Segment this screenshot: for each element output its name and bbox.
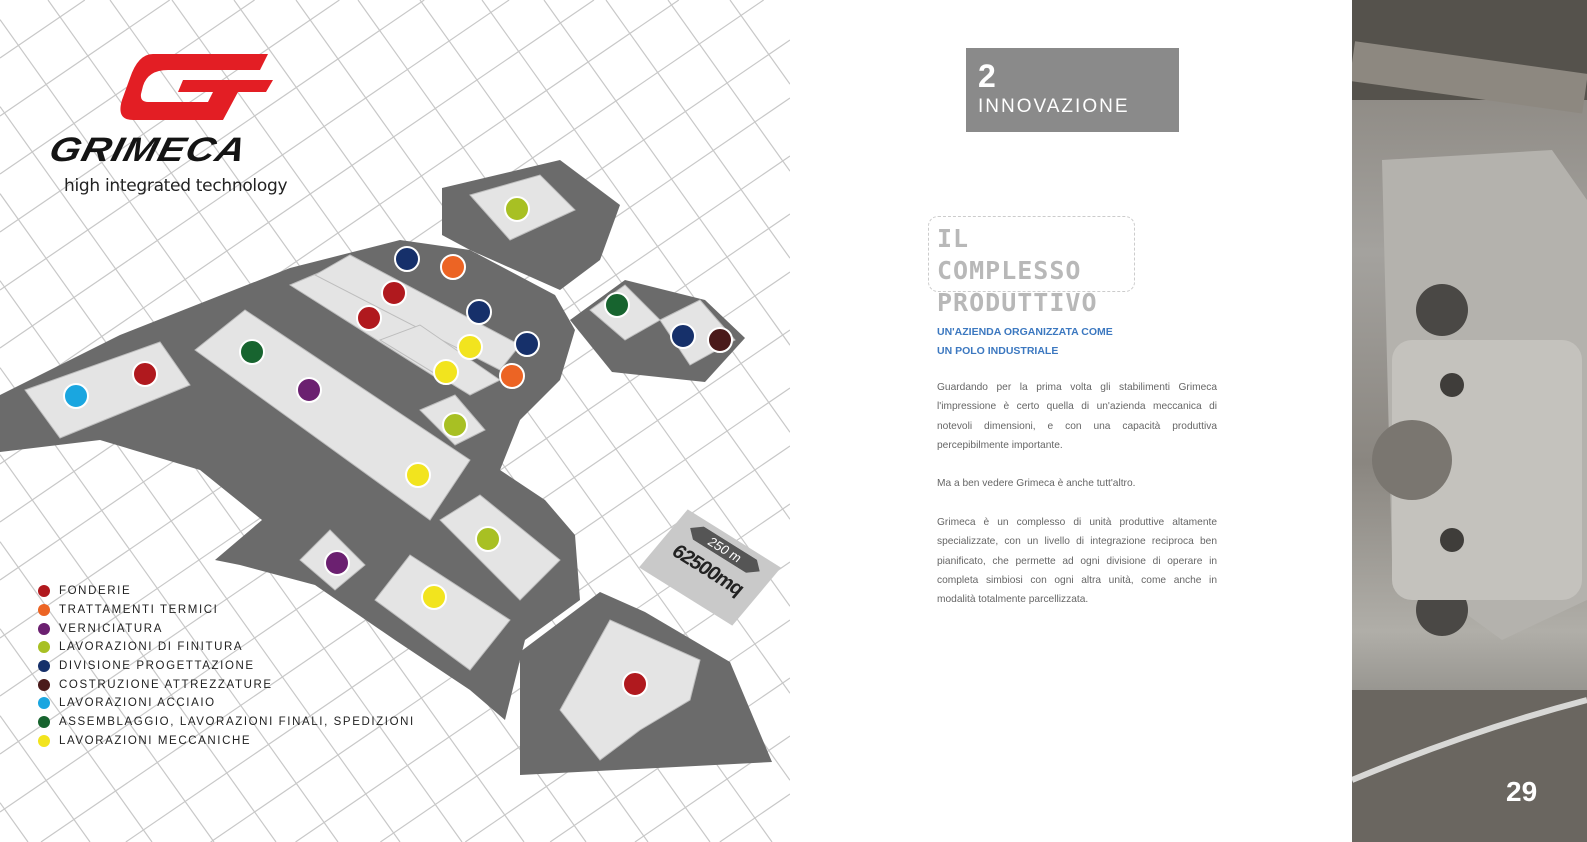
division-marker <box>442 412 468 438</box>
body-text: Guardando per la prima volta gli stabili… <box>937 378 1217 629</box>
division-marker <box>440 254 466 280</box>
division-marker <box>475 526 501 552</box>
division-marker <box>514 331 540 357</box>
legend-label: FONDERIE <box>59 585 132 598</box>
section-title-line2: PRODUTTIVO <box>937 288 1098 317</box>
legend-label: TRATTAMENTI TERMICI <box>59 604 219 617</box>
paragraph: Grimeca è un complesso di unità produtti… <box>937 517 1217 606</box>
legend-item: LAVORAZIONI MECCANICHE <box>38 732 415 751</box>
legend-dot-icon <box>38 604 50 617</box>
legend-label: DIVISIONE PROGETTAZIONE <box>59 660 255 673</box>
legend-item: LAVORAZIONI ACCIAIO <box>38 694 415 713</box>
logo-brand-text: GRIMECA <box>45 131 251 169</box>
machinery-photo-illustration <box>1352 0 1587 842</box>
division-marker <box>670 323 696 349</box>
subheading: UN'AZIENDA ORGANIZZATA COME UN POLO INDU… <box>937 323 1197 361</box>
legend-dot-icon <box>38 716 50 729</box>
division-markers <box>63 196 733 697</box>
legend-item: ASSEMBLAGGIO, LAVORAZIONI FINALI, SPEDIZ… <box>38 713 415 732</box>
division-marker <box>405 462 431 488</box>
logo-g-shape <box>120 54 273 120</box>
grid-line <box>0 0 425 291</box>
division-marker <box>707 327 733 353</box>
division-marker <box>239 339 265 365</box>
legend-label: LAVORAZIONI DI FINITURA <box>59 641 244 654</box>
legend-label: LAVORAZIONI ACCIAIO <box>59 697 216 710</box>
division-marker <box>466 299 492 325</box>
division-marker <box>296 377 322 403</box>
division-marker <box>356 305 382 331</box>
legend-dot-icon <box>38 585 50 598</box>
grid-line <box>0 541 215 842</box>
grid-line <box>719 793 790 842</box>
grid-line <box>419 0 790 520</box>
legend-dot-icon <box>38 697 50 710</box>
grid-line <box>0 0 595 407</box>
division-marker <box>457 334 483 360</box>
grid-line <box>0 454 277 842</box>
grid-line <box>0 628 153 842</box>
legend-dot-icon <box>38 660 50 673</box>
legend-item: VERNICIATURA <box>38 619 415 638</box>
legend-item: COSTRUZIONE ATTREZZATURE <box>38 675 415 694</box>
paragraph: Ma a ben vedere Grimeca è anche tutt'alt… <box>937 478 1136 490</box>
grid-line <box>0 0 510 349</box>
grid-line <box>0 715 91 842</box>
grimeca-logo-mark <box>120 54 273 120</box>
grid-line <box>0 0 171 117</box>
grid-line <box>729 0 790 85</box>
paragraph: Guardando per la prima volta gli stabili… <box>937 382 1217 451</box>
division-marker <box>63 383 89 409</box>
chapter-title: INNOVAZIONE <box>978 96 1130 117</box>
grid-line <box>481 0 790 433</box>
chapter-header: 2 INNOVAZIONE <box>966 48 1179 132</box>
grid-line <box>667 0 790 172</box>
division-marker <box>381 280 407 306</box>
legend-dot-icon <box>38 734 50 747</box>
section-title-line1: IL COMPLESSO <box>937 224 1082 285</box>
map-legend: FONDERIE TRATTAMENTI TERMICI VERNICIATURA L… <box>38 582 415 750</box>
legend-label: COSTRUZIONE ATTREZZATURE <box>59 678 273 691</box>
grid-line <box>0 193 463 842</box>
legend-dot-icon <box>38 641 50 654</box>
grid-line <box>543 0 790 346</box>
logo-tagline: high integrated technology <box>64 176 288 196</box>
division-marker <box>499 363 525 389</box>
page-number: 29 <box>1506 776 1538 807</box>
legend-item: LAVORAZIONI DI FINITURA <box>38 638 415 657</box>
legend-item: TRATTAMENTI TERMICI <box>38 601 415 620</box>
division-marker <box>421 584 447 610</box>
subheading-line1: UN'AZIENDA ORGANIZZATA COME <box>937 326 1113 338</box>
division-marker <box>433 359 459 385</box>
legend-item: DIVISIONE PROGETTAZIONE <box>38 657 415 676</box>
division-marker <box>132 361 158 387</box>
grid-line <box>0 0 86 59</box>
division-marker <box>394 246 420 272</box>
chapter-number: 2 <box>978 58 996 94</box>
grid-line <box>605 0 790 259</box>
legend-label: ASSEMBLAGGIO, LAVORAZIONI FINALI, SPEDIZ… <box>59 716 415 729</box>
machinery-photo <box>1352 0 1587 842</box>
division-marker <box>504 196 530 222</box>
legend-dot-icon <box>38 622 50 635</box>
division-marker <box>622 671 648 697</box>
grid-line <box>0 367 339 842</box>
division-marker <box>604 292 630 318</box>
legend-label: LAVORAZIONI MECCANICHE <box>59 734 252 747</box>
legend-label: VERNICIATURA <box>59 622 163 635</box>
subheading-line2: UN POLO INDUSTRIALE <box>937 345 1059 357</box>
legend-item: FONDERIE <box>38 582 415 601</box>
section-title: IL COMPLESSO PRODUTTIVO <box>928 216 1135 317</box>
legend-dot-icon <box>38 678 50 691</box>
division-marker <box>324 550 350 576</box>
factory-site-map <box>0 0 790 842</box>
